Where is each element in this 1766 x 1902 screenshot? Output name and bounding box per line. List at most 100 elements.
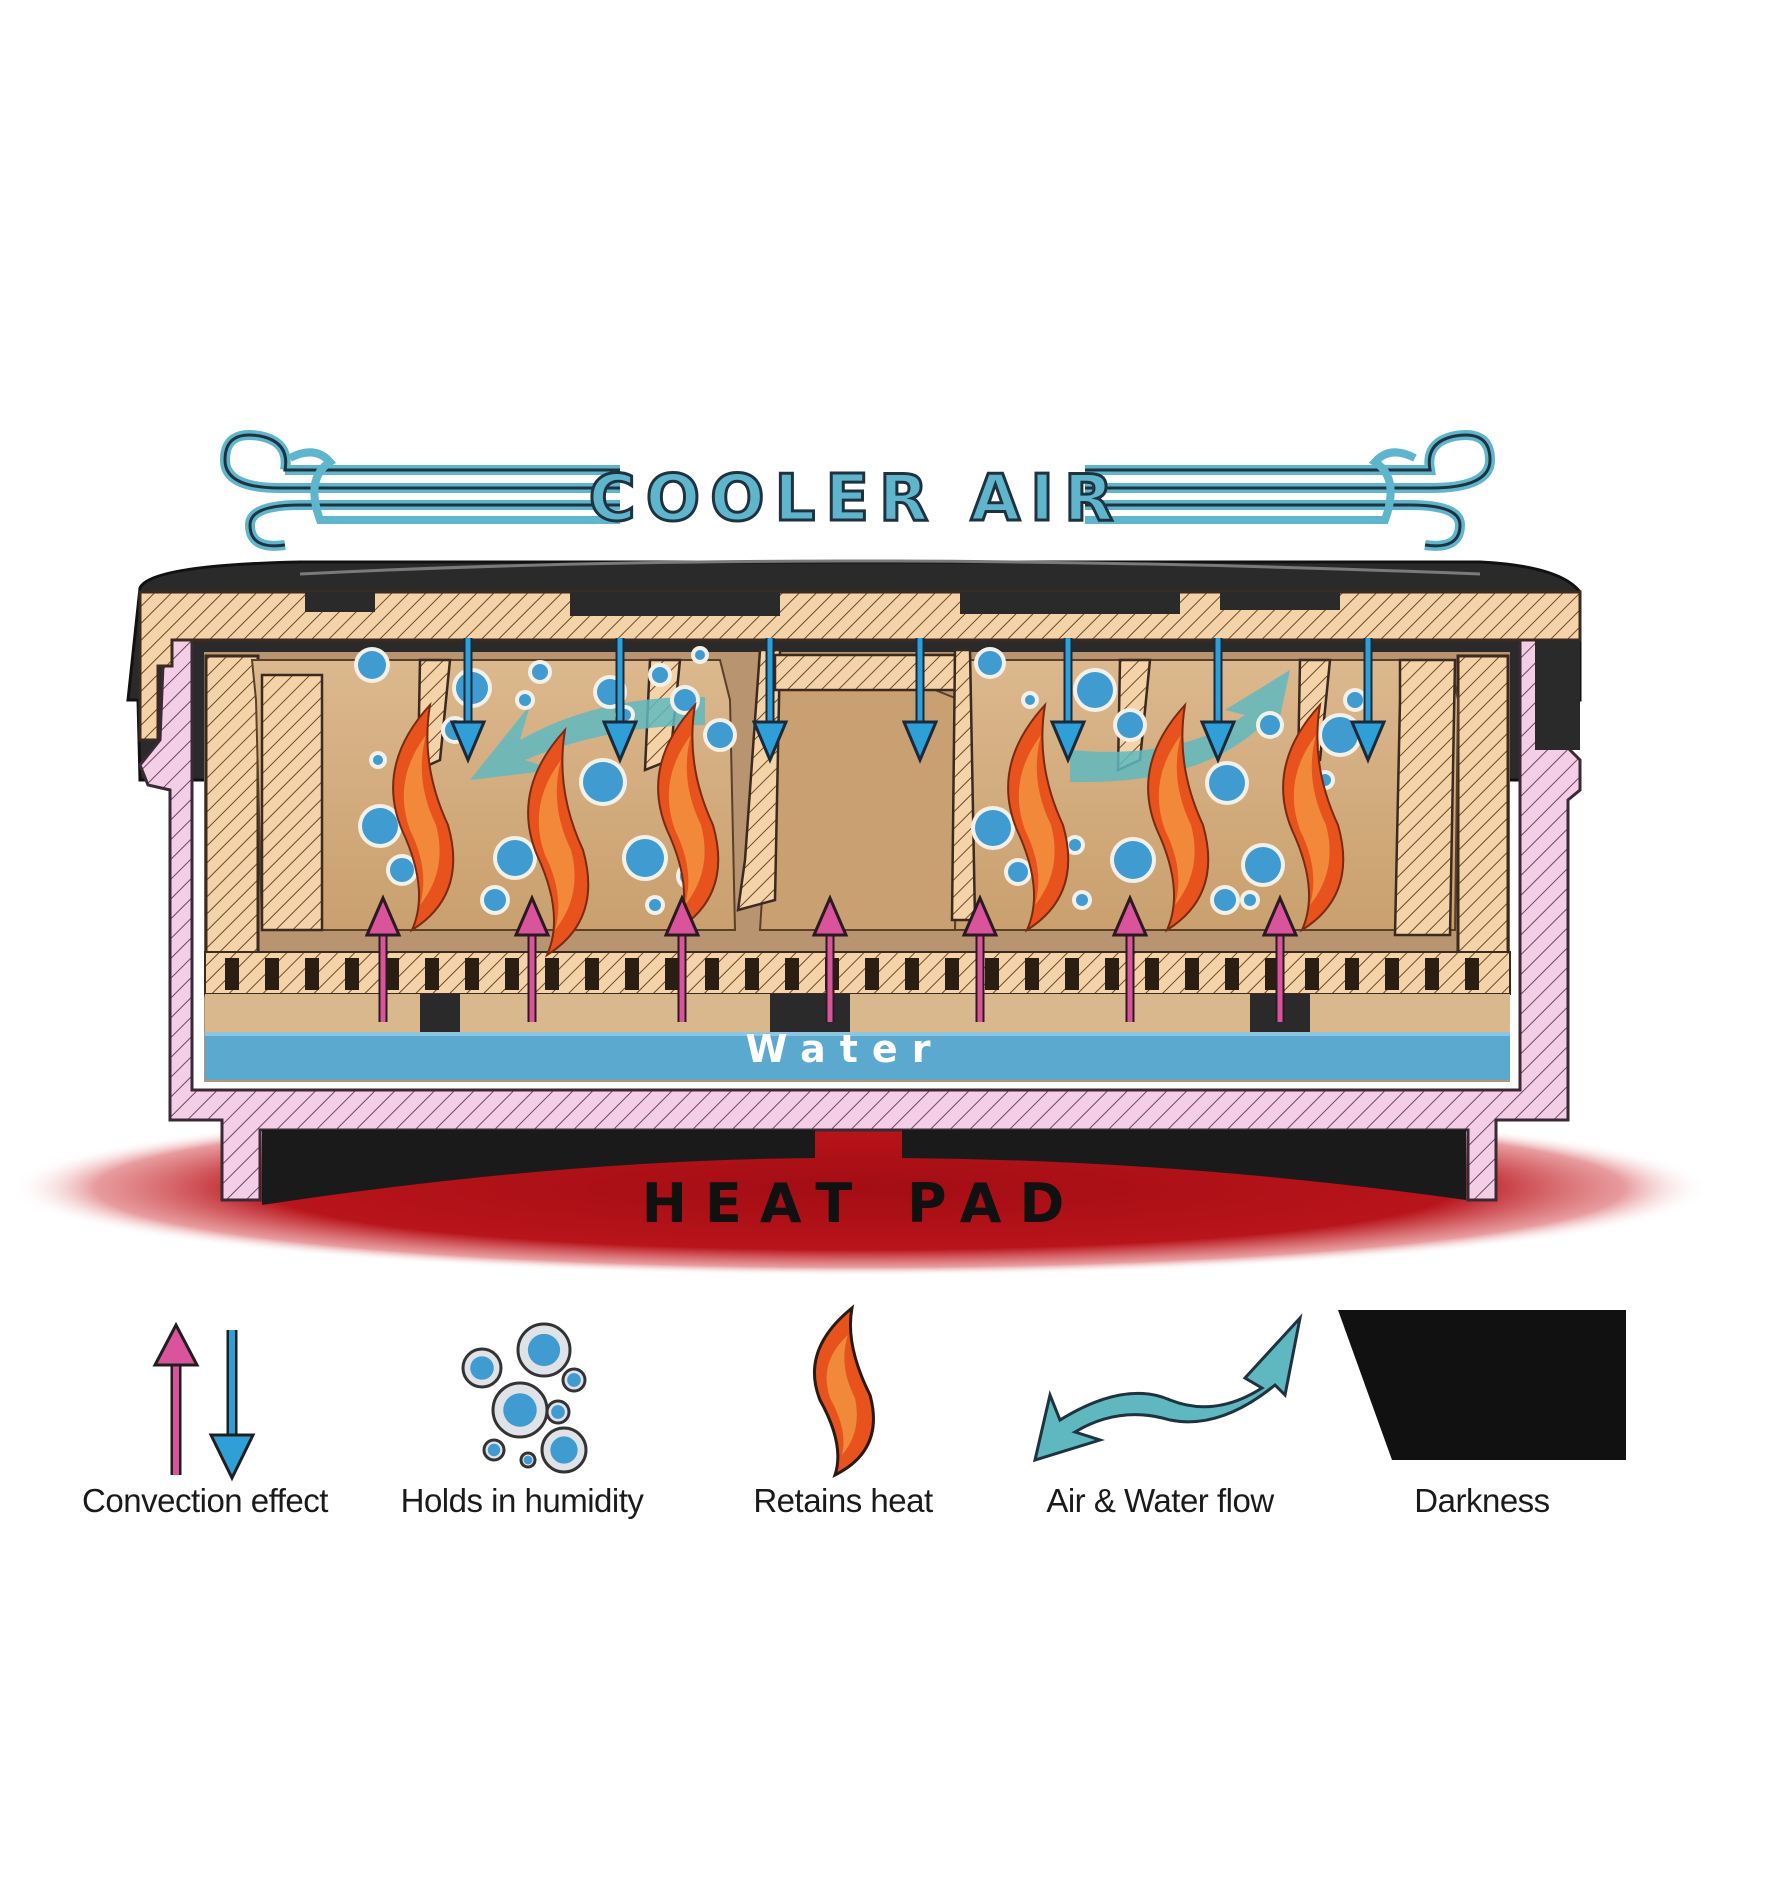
grate-slot xyxy=(625,958,639,990)
legend-label-heat: Retains heat xyxy=(753,1482,933,1519)
convection-down-arrow-head xyxy=(1049,720,1087,764)
convection-down-arrow-head xyxy=(1199,720,1237,764)
heat-flame-core xyxy=(668,735,705,905)
humidity-bubble-core xyxy=(1008,862,1028,882)
humidity-bubbles-icon xyxy=(461,1322,588,1474)
grate-slot xyxy=(265,958,279,990)
heat-pad-label: HEAT PAD xyxy=(642,1172,1083,1235)
convection-down-arrow-head xyxy=(601,720,639,764)
humidity-bubble-core xyxy=(674,689,696,711)
heat-flame-core xyxy=(1293,735,1330,905)
legend-label-convection: Convection effect xyxy=(82,1482,328,1519)
left-wall xyxy=(204,654,260,998)
humidity-bubble-core xyxy=(519,694,531,706)
heat-flame-core xyxy=(1158,735,1195,905)
grate-slot xyxy=(665,958,679,990)
humidity-bubble-core xyxy=(1347,692,1363,708)
humidity-bubble-core xyxy=(1260,715,1280,735)
convection-down-arrow-head xyxy=(751,720,789,764)
legend-bubble-core xyxy=(487,1443,501,1457)
grate-slot xyxy=(465,958,479,990)
grate-bar xyxy=(204,951,1511,995)
humidity-bubble-core xyxy=(1209,765,1245,801)
legend-bubble-core xyxy=(523,1455,533,1465)
convection-up-arrow-head xyxy=(961,894,999,937)
flow-double-arrow-icon xyxy=(1032,1313,1303,1463)
grate-slot xyxy=(745,958,759,990)
humidity-bubble-core xyxy=(1245,847,1281,883)
grate-slot xyxy=(945,958,959,990)
convection-down-arrow-head xyxy=(901,720,939,764)
grate-slot xyxy=(1305,958,1319,990)
humidity-bubble-core xyxy=(975,810,1011,846)
grate-slot xyxy=(785,958,799,990)
humidity-bubble-core xyxy=(1069,839,1081,851)
grate-slot xyxy=(545,958,559,990)
humidity-bubble-core xyxy=(1077,672,1113,708)
humidity-bubble-core xyxy=(373,755,383,765)
grate-slot xyxy=(505,958,519,990)
grate-slot xyxy=(1345,958,1359,990)
grate-slot xyxy=(1145,958,1159,990)
humidity-bubble-core xyxy=(1117,712,1143,738)
grate-slot xyxy=(225,958,239,990)
humidity-bubble-core xyxy=(390,858,414,882)
right-wall xyxy=(1456,654,1510,998)
grate-slot xyxy=(1185,958,1199,990)
heat-flame-core xyxy=(403,735,440,905)
heat-flame-icon xyxy=(812,1304,875,1478)
grate-slot xyxy=(985,958,999,990)
grate-slot xyxy=(305,958,319,990)
grate-slot xyxy=(1065,958,1079,990)
convection-arrows-icon xyxy=(152,1321,256,1482)
grate-slot xyxy=(585,958,599,990)
legend-bubble-core xyxy=(551,1405,565,1419)
humidity-bubble-core xyxy=(978,651,1002,675)
legend-bubble-core xyxy=(527,1333,561,1367)
cooler-air-label: COOLER AIR xyxy=(589,462,1123,536)
grate-slot xyxy=(1225,958,1239,990)
legend-bubble-core xyxy=(550,1436,578,1464)
grate-slot xyxy=(1465,958,1479,990)
legend-label-darkness: Darkness xyxy=(1414,1482,1550,1519)
grate-slot xyxy=(905,958,919,990)
convection-up-arrow-head xyxy=(811,894,849,937)
flow-arrow-left xyxy=(470,696,705,780)
humidity-bubble-core xyxy=(1322,717,1358,753)
grate-slot xyxy=(425,958,439,990)
grate-slot xyxy=(385,958,399,990)
grate-slot xyxy=(1025,958,1039,990)
legend-bubble-core xyxy=(470,1356,494,1380)
humidity-bubble-core xyxy=(362,808,398,844)
lid-section xyxy=(138,590,1582,742)
legend-bubble-core xyxy=(567,1373,581,1387)
humidity-bubble-core xyxy=(626,839,664,877)
humidity-bubble-core xyxy=(1076,894,1088,906)
convection-down-arrow-head xyxy=(1349,720,1387,764)
humidity-bubble-core xyxy=(1214,889,1236,911)
convection-up-arrow-head xyxy=(1261,894,1299,937)
convection-down-arrow-head xyxy=(449,720,487,764)
stand xyxy=(262,1130,815,1205)
darkness-block-icon xyxy=(1338,1310,1626,1460)
convection-up-arrow-head xyxy=(364,894,402,937)
cooler-air-wind-right xyxy=(1085,430,1496,551)
humidity-bubble-core xyxy=(1244,894,1256,906)
humidity-bubble-core xyxy=(358,651,386,679)
water-label: Water xyxy=(746,1027,945,1071)
humidity-bubble-core xyxy=(695,650,705,660)
humidity-bubble-core xyxy=(1025,695,1035,705)
humidity-bubble-core xyxy=(497,840,533,876)
legend-bubble-core xyxy=(503,1393,537,1427)
heat-flame-core xyxy=(1018,735,1055,905)
humidity-bubble-core xyxy=(707,722,733,748)
humidity-bubble-core xyxy=(1114,841,1152,879)
grate-slot xyxy=(1385,958,1399,990)
grate-slot xyxy=(1105,958,1119,990)
convection-up-arrow-head xyxy=(513,894,551,937)
legend-label-humidity: Holds in humidity xyxy=(400,1482,644,1519)
grate-slot xyxy=(1425,958,1439,990)
humidity-bubble-core xyxy=(583,762,623,802)
